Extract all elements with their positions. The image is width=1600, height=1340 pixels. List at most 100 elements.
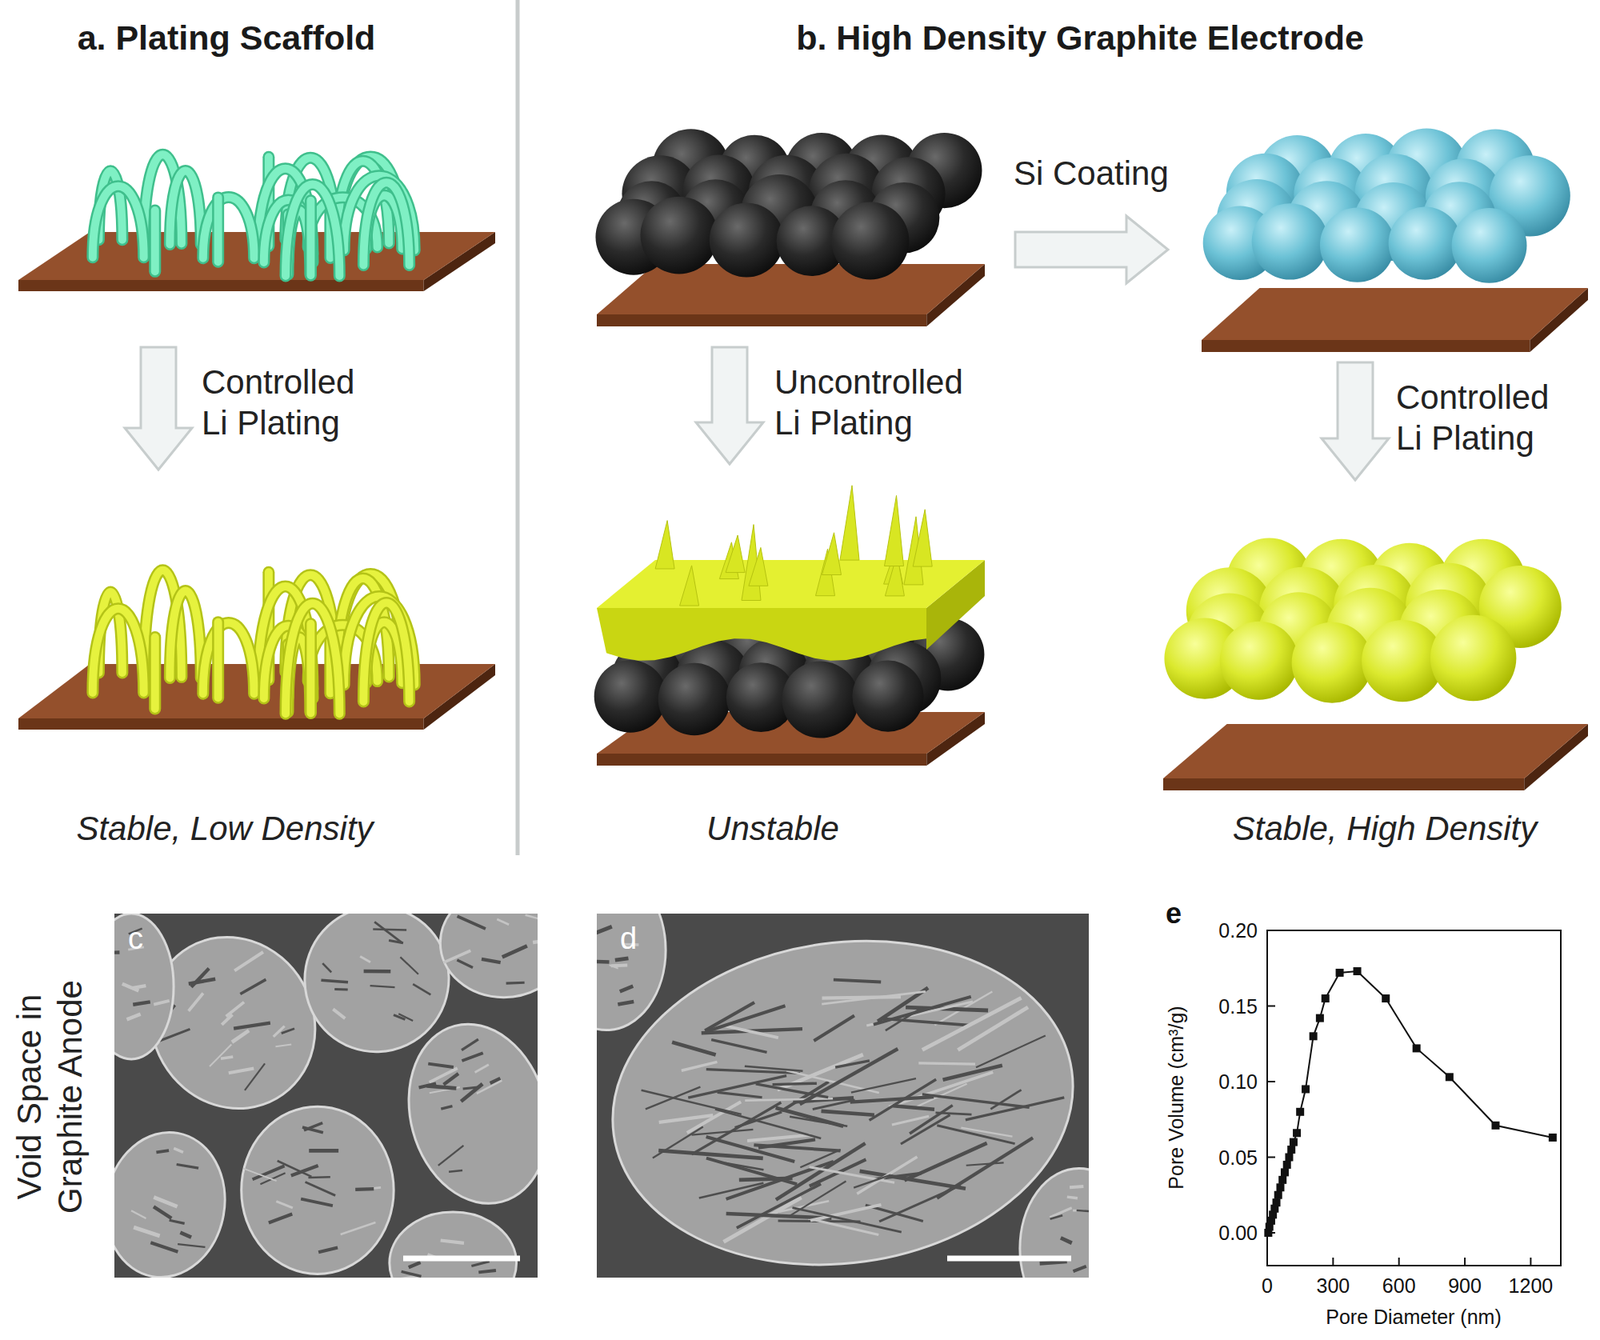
flake-gap	[126, 1014, 140, 1020]
flake-gap	[930, 1137, 1040, 1198]
flake-gap	[231, 1030, 250, 1043]
particle	[1292, 622, 1373, 704]
flake-gap	[188, 968, 213, 988]
flake-gap	[268, 1213, 292, 1223]
axis-tick	[1267, 1156, 1276, 1159]
flake-gap	[703, 1005, 788, 1032]
data-point	[1283, 1160, 1292, 1169]
particle-section	[241, 1106, 394, 1274]
fibre-outline	[363, 602, 409, 701]
flake-gap	[228, 1060, 254, 1080]
flake-gap	[173, 1148, 184, 1152]
flake-gap	[371, 921, 406, 943]
substrate-top	[596, 264, 985, 315]
flake-gap	[596, 926, 612, 936]
flake-gap	[726, 1199, 832, 1233]
axis-tick	[1332, 1257, 1334, 1266]
flake-gap	[1073, 1266, 1087, 1272]
flake-gap	[233, 1011, 271, 1040]
label: Stable, High Density	[1232, 808, 1538, 849]
plated-lithium	[596, 608, 927, 661]
fibre-outline	[304, 624, 317, 714]
graphite-particle	[596, 913, 666, 1031]
fibre	[214, 197, 223, 262]
data-point	[1278, 1176, 1287, 1184]
flake-gap	[153, 1000, 169, 1005]
flake-gap	[935, 1108, 972, 1120]
fibre-outline	[148, 637, 161, 709]
data-point	[1284, 1153, 1293, 1162]
flake-gap	[130, 1210, 148, 1219]
dendrite	[748, 547, 768, 586]
flake-gap	[156, 1148, 169, 1155]
flake-gap	[388, 938, 404, 946]
data-point	[1548, 1133, 1557, 1142]
fibre	[203, 622, 255, 694]
particle	[1452, 208, 1528, 284]
flake-gap	[471, 1261, 489, 1267]
flake-gap	[794, 1048, 904, 1104]
substrate-top	[1201, 288, 1588, 340]
label: 0.20	[1218, 918, 1258, 944]
flake-gap	[706, 1056, 800, 1087]
axis-tick	[1464, 1257, 1466, 1266]
data-point	[1412, 1044, 1421, 1052]
particle	[852, 660, 924, 732]
axis-tick	[1267, 929, 1276, 932]
flake-gap	[184, 993, 208, 1012]
flake-gap	[1067, 1196, 1078, 1199]
axis-tick	[1267, 1080, 1276, 1083]
flake-gap	[596, 959, 609, 964]
label: Si Coating	[1013, 152, 1169, 194]
substrate-front	[18, 280, 424, 292]
flake-gap	[276, 1201, 293, 1208]
label: d	[620, 920, 637, 957]
flake-gap	[169, 1220, 185, 1224]
flake-gap	[719, 1197, 807, 1243]
flake-gap	[865, 1197, 924, 1229]
flake-gap	[936, 1115, 1015, 1155]
flake-gap	[428, 1068, 460, 1083]
flake-gap	[457, 916, 486, 929]
flake-gap	[243, 1168, 276, 1181]
flake-gap	[711, 1032, 767, 1060]
plated-lithium	[596, 560, 985, 608]
particle-section	[389, 1212, 517, 1278]
label: Controlled Li Plating	[201, 361, 370, 444]
flake-gap	[180, 1232, 192, 1238]
flake-gap	[132, 1001, 150, 1004]
fibre	[169, 591, 201, 679]
flake-gap	[331, 1008, 347, 1019]
flake-gap	[456, 960, 473, 968]
flake-gap	[502, 945, 528, 957]
graphite-particle	[389, 1008, 538, 1220]
data-point	[1309, 1032, 1318, 1040]
flake-gap	[852, 1175, 892, 1188]
flake-gap	[715, 1095, 821, 1153]
data-point	[1274, 1191, 1283, 1200]
flake-gap	[792, 1192, 901, 1247]
particle	[709, 202, 784, 277]
flake-gap	[821, 1104, 875, 1123]
particle	[658, 663, 731, 736]
flake-gap	[355, 1187, 374, 1192]
substrate-front	[596, 314, 927, 327]
particle	[594, 660, 668, 733]
flake-gap	[972, 1035, 1048, 1068]
flake-gap	[224, 1002, 246, 1017]
flake-gap	[291, 1165, 319, 1176]
flake-gap	[809, 1155, 895, 1194]
flake-gap	[370, 979, 396, 994]
fibre	[203, 196, 255, 258]
fibre	[214, 622, 223, 699]
particle-section	[596, 913, 666, 1031]
sem-image	[596, 913, 1089, 1278]
graphite-particle	[241, 1106, 394, 1274]
label: Unstable	[706, 808, 840, 849]
flake-gap	[1060, 1237, 1072, 1243]
flake-gap	[496, 919, 509, 925]
flake-gap	[672, 1036, 716, 1061]
flake-gap	[478, 1270, 496, 1272]
data-point	[1321, 994, 1330, 1003]
